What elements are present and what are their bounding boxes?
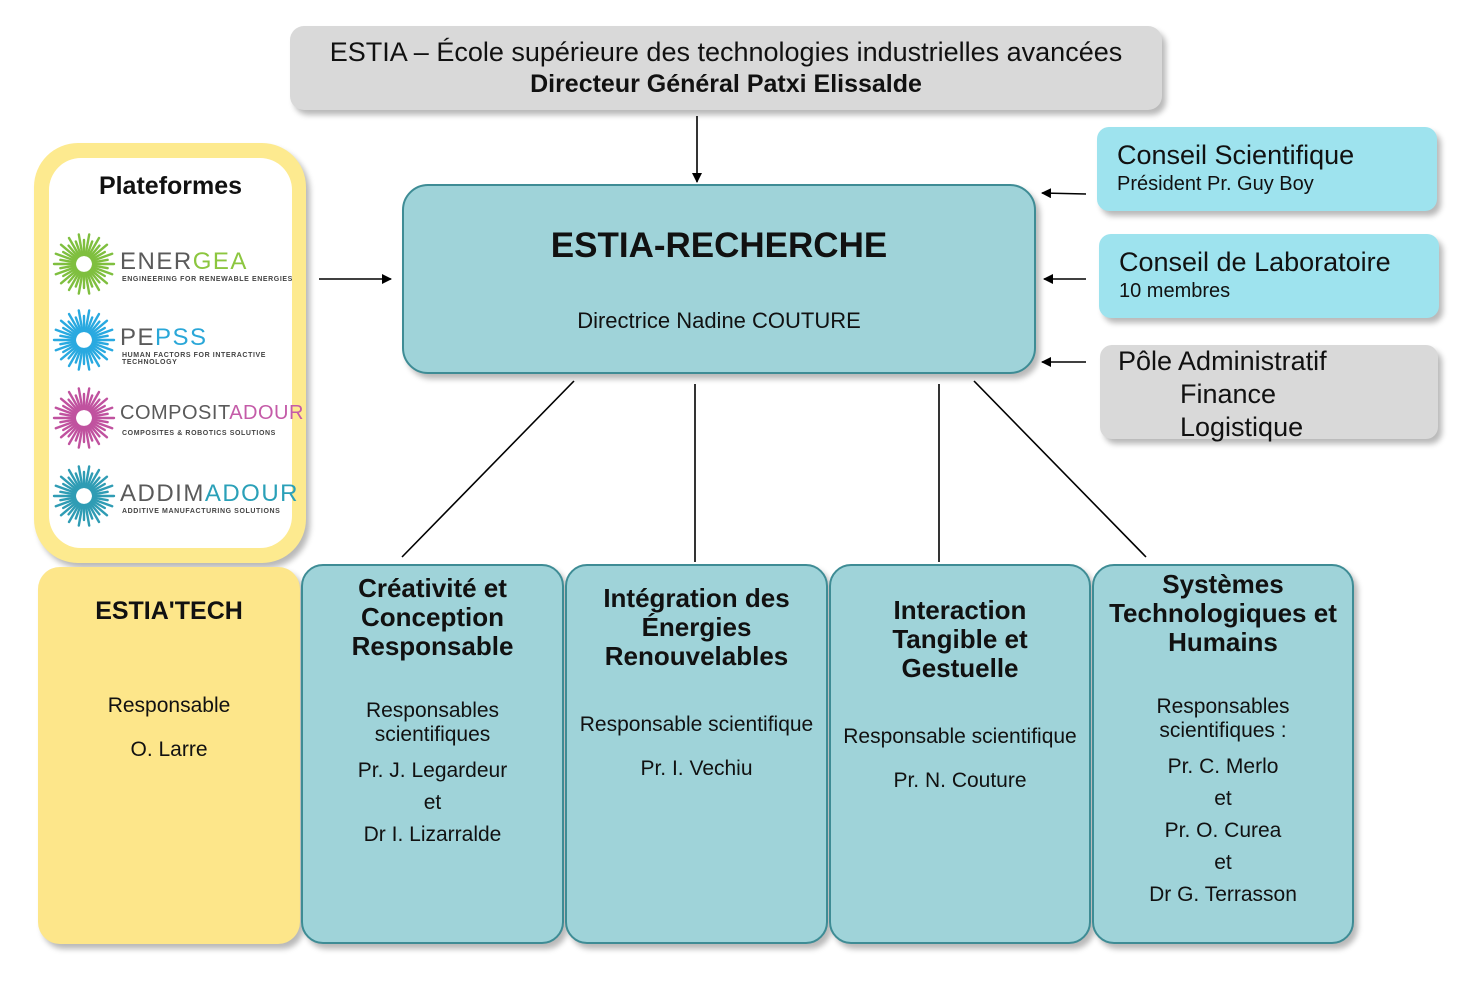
estiatech-box: ESTIA'TECH Responsable O. Larre bbox=[38, 567, 300, 944]
team-person: Dr I. Lizarralde bbox=[363, 823, 502, 846]
plateforme-name-part1: ENER bbox=[120, 248, 193, 275]
team-title-line: Humains bbox=[1168, 627, 1278, 657]
team-person: Pr. J. Legardeur bbox=[357, 759, 508, 782]
line-to-team1 bbox=[401, 380, 575, 558]
pole-administratif-box: Pôle Administratif Finance Logistique bbox=[1100, 345, 1438, 442]
team-people: Pr. N. Couture bbox=[831, 769, 1089, 793]
team-person: Pr. N. Couture bbox=[893, 769, 1027, 792]
conseil-scientifique-box: Conseil Scientifique Président Pr. Guy B… bbox=[1097, 127, 1437, 211]
team-people: Pr. I. Vechiu bbox=[567, 757, 826, 781]
plateforme-logo-1: ENERGEAEngineering for renewable energie… bbox=[52, 232, 302, 300]
plateforme-name-part1: COMPOSIT bbox=[120, 402, 230, 424]
estiatech-role: Responsable bbox=[107, 694, 231, 717]
team-title-line: Créativité et bbox=[358, 573, 507, 603]
team-title-line: Intégration des bbox=[603, 583, 790, 613]
plateforme-tagline: Engineering for renewable energies bbox=[122, 276, 293, 283]
plateforme-name-part2: ADOUR bbox=[229, 402, 304, 424]
team-role-line: Responsable scientifique bbox=[579, 713, 814, 736]
team-person: Pr. O. Curea bbox=[1164, 819, 1282, 842]
team-person: et bbox=[1214, 851, 1232, 874]
pole-administratif-line2: Finance bbox=[1180, 379, 1277, 409]
team-person: Pr. I. Vechiu bbox=[640, 757, 753, 780]
team-person: et bbox=[1214, 787, 1232, 810]
team-person: Pr. C. Merlo bbox=[1167, 755, 1279, 778]
plateforme-name: ADDIMADOUR bbox=[120, 480, 299, 508]
team-person: et bbox=[423, 791, 442, 814]
conseil-scientifique-title: Conseil Scientifique bbox=[1117, 140, 1355, 170]
arrow-conseil-sci-to-research bbox=[1041, 188, 1087, 199]
plateforme-name-part2: ADOUR bbox=[204, 480, 300, 507]
team-person: Dr G. Terrasson bbox=[1149, 883, 1297, 906]
team-title-line: Énergies bbox=[641, 612, 752, 642]
school-acronym: ESTIA bbox=[329, 37, 407, 67]
team-title-line: Systèmes bbox=[1162, 569, 1284, 599]
plateforme-name: ENERGEA bbox=[120, 248, 248, 276]
team-role: Responsable scientifique bbox=[831, 725, 1089, 749]
plateforme-tagline: Additive manufacturing solutions bbox=[122, 508, 281, 515]
plateforme-tagline: Human factors for interactive technology bbox=[122, 352, 267, 366]
plateforme-name-part2: PSS bbox=[155, 324, 208, 351]
conseil-scientifique-detail: Président Pr. Guy Boy bbox=[1117, 173, 1314, 195]
sunburst-icon bbox=[52, 387, 116, 449]
plateforme-name: COMPOSITADOUR bbox=[120, 402, 304, 425]
school-fullname: – École supérieure des technologies indu… bbox=[413, 37, 1123, 67]
conseil-laboratoire-title: Conseil de Laboratoire bbox=[1119, 247, 1391, 277]
team-role-line: Responsables bbox=[365, 699, 500, 722]
estiatech-person: O. Larre bbox=[130, 738, 208, 761]
team-role-line: scientifiques bbox=[374, 723, 491, 746]
conseil-laboratoire-box: Conseil de Laboratoire 10 membres bbox=[1099, 234, 1439, 318]
sunburst-icon bbox=[52, 465, 116, 527]
team-title-line: Interaction bbox=[893, 595, 1027, 625]
team-title-line: Responsable bbox=[351, 631, 514, 661]
plateforme-logo-3: COMPOSITADOUR Composites & robotics solut… bbox=[52, 386, 304, 454]
team-title-line: Tangible et bbox=[892, 624, 1028, 654]
plateforme-name-part2: GEA bbox=[192, 248, 248, 275]
plateforme-logo-4: ADDIMADOURAdditive manufacturing solutio… bbox=[52, 464, 302, 532]
plateforme-logo-2: PEPSSHuman factors for interactive techn… bbox=[52, 308, 302, 376]
conseil-laboratoire-detail: 10 membres bbox=[1119, 280, 1231, 302]
pole-administratif-line3: Logistique bbox=[1180, 412, 1304, 442]
research-director: Directrice Nadine COUTURE bbox=[577, 308, 861, 333]
team-title-line: Gestuelle bbox=[901, 653, 1019, 683]
sunburst-icon bbox=[52, 309, 116, 371]
plateforme-name-part1: ADDIM bbox=[120, 480, 205, 507]
pole-administratif-line1: Pôle Administratif bbox=[1118, 346, 1327, 376]
team-role-line: Responsable scientifique bbox=[843, 725, 1077, 748]
team-title-line: Renouvelables bbox=[604, 641, 789, 671]
plateforme-tagline: Composites & robotics solutions bbox=[122, 430, 276, 437]
team-role: Responsable scientifique bbox=[567, 713, 826, 737]
plateformes-title: Plateformes bbox=[98, 172, 243, 200]
plateforme-name: PEPSS bbox=[120, 324, 208, 352]
team-role-line: scientifiques : bbox=[1159, 719, 1287, 742]
school-director: Directeur Général Patxi Elissalde bbox=[530, 70, 922, 98]
estiatech-title: ESTIA'TECH bbox=[95, 597, 243, 625]
research-title: ESTIA-RECHERCHE bbox=[550, 226, 888, 265]
line-to-team4 bbox=[973, 380, 1147, 558]
sunburst-icon bbox=[52, 233, 116, 295]
school-box: ESTIA – École supérieure des technologie… bbox=[290, 26, 1162, 110]
school-name: ESTIA – École supérieure des technologie… bbox=[290, 36, 1162, 68]
team-title-line: Conception bbox=[361, 602, 504, 632]
team-role-line: Responsables bbox=[1156, 695, 1290, 718]
team-people: Pr. J. Legardeur et Dr I. Lizarralde bbox=[303, 759, 562, 847]
research-box: ESTIA-RECHERCHE Directrice Nadine COUTUR… bbox=[402, 184, 1036, 374]
plateforme-name-part1: PE bbox=[120, 324, 156, 351]
team-title-line: Technologiques et bbox=[1109, 598, 1337, 628]
